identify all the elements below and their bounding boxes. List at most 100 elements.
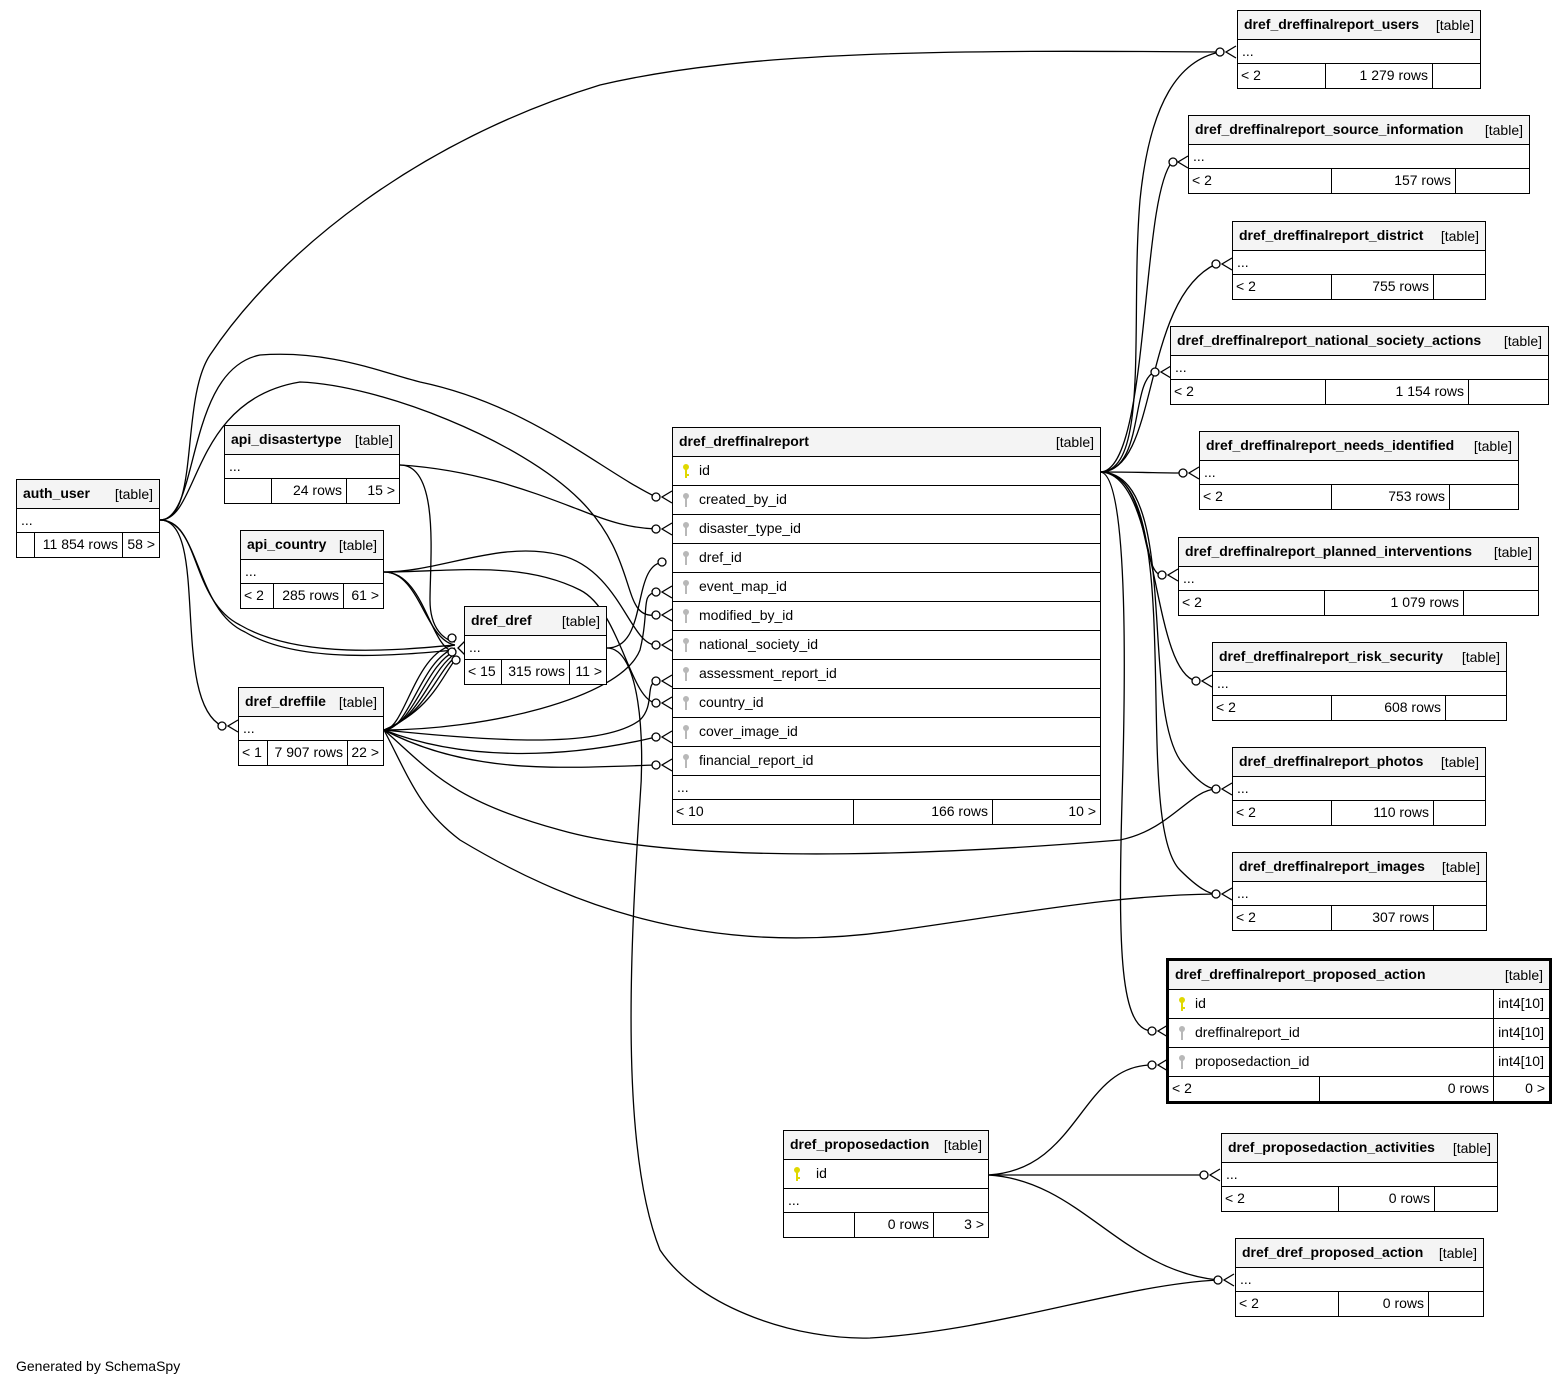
column-row-id[interactable]: id [784,1160,988,1189]
ellipsis-text: ... [1237,780,1249,796]
children-count[interactable] [1456,169,1529,193]
column-row-id[interactable]: id int4[10] [1169,990,1549,1019]
column-row-cover-image-id[interactable]: cover_image_id [673,718,1100,747]
edge-finalreport-to-images [1099,471,1217,895]
column-name: disaster_type_id [699,520,801,536]
table-dref-proposedaction-activities[interactable]: dref_proposedaction_activities[table] ..… [1221,1133,1498,1212]
edge-auth-user-to-dref-b [159,519,456,657]
table-name: auth_user [23,485,90,501]
parents-count[interactable]: < 2 [1233,275,1332,299]
table-dref-dreffinalreport-photos[interactable]: dref_dreffinalreport_photos[table] ... <… [1232,747,1486,826]
parents-count[interactable]: < 2 [1213,696,1332,720]
children-count[interactable]: 22 > [351,744,379,760]
column-row-modified-by-id[interactable]: modified_by_id [673,602,1100,631]
parents-count[interactable] [225,479,272,503]
ellipsis-text: ... [1193,148,1205,164]
column-row-id[interactable]: id [673,457,1100,486]
children-count[interactable]: 15 > [367,482,395,498]
column-name: cover_image_id [699,723,798,739]
table-header: dref_dreffinalreport[table] [673,428,1100,457]
parents-count[interactable]: < 2 [1238,64,1326,88]
column-row-dref-id[interactable]: dref_id [673,544,1100,573]
column-name: dreffinalreport_id [1195,1024,1300,1040]
parents-count[interactable]: < 2 [1233,906,1332,930]
table-api-country[interactable]: api_country[table] ... < 2 285 rows 61 > [240,530,384,609]
table-auth-user[interactable]: auth_user[table] ... 11 854 rows 58 > [16,479,160,558]
column-name: proposedaction_id [1195,1053,1310,1069]
children-count[interactable] [1429,1292,1483,1316]
table-dref-dreffinalreport-needs-identified[interactable]: dref_dreffinalreport_needs_identified[ta… [1199,431,1519,510]
parents-count[interactable]: < 2 [1233,801,1332,825]
column-row-proposedaction-id[interactable]: proposedaction_id int4[10] [1169,1048,1549,1077]
children-count[interactable] [1434,275,1485,299]
children-count[interactable]: 0 > [1525,1080,1545,1096]
children-count[interactable]: 61 > [351,587,379,603]
children-count[interactable] [1446,696,1506,720]
parents-count[interactable]: < 10 [673,800,854,824]
children-count[interactable] [1433,64,1480,88]
column-row-event-map-id[interactable]: event_map_id [673,573,1100,602]
ellipsis-text: ... [677,779,689,795]
table-dref-dref-proposed-action[interactable]: dref_dref_proposed_action[table] ... < 2… [1235,1238,1484,1317]
table-api-disastertype[interactable]: api_disastertype[table] ... 24 rows 15 > [224,425,400,504]
table-dref-dreffinalreport-risk-security[interactable]: dref_dreffinalreport_risk_security[table… [1212,642,1507,721]
children-count[interactable] [1434,801,1485,825]
table-dref-dreffinalreport-district[interactable]: dref_dreffinalreport_district[table] ...… [1232,221,1486,300]
table-dref-dreffinalreport-source-information[interactable]: dref_dreffinalreport_source_information[… [1188,115,1530,194]
parents-count[interactable]: < 2 [241,584,274,608]
parents-count[interactable]: < 2 [1169,1077,1320,1101]
parents-count[interactable]: < 2 [1179,591,1325,615]
children-count[interactable] [1435,1187,1497,1211]
table-dref-dref[interactable]: dref_dref[table] ... < 15 315 rows 11 > [464,606,607,685]
parents-count[interactable] [784,1213,855,1237]
table-dref-dreffinalreport-planned-interventions[interactable]: dref_dreffinalreport_planned_interventio… [1178,537,1539,616]
table-footer: < 2 1 279 rows [1238,64,1480,88]
ellipsis-text: ... [1242,43,1254,59]
table-dref-dreffinalreport-images[interactable]: dref_dreffinalreport_images[table] ... <… [1232,852,1487,931]
ellipsis-text: ... [243,720,255,736]
row-count: 1 079 rows [1325,591,1464,615]
parents-count[interactable]: < 2 [1189,169,1332,193]
children-count[interactable]: 11 > [575,663,602,679]
column-row-financial-report-id[interactable]: financial_report_id [673,747,1100,776]
table-dref-dreffinalreport-national-society-actions[interactable]: dref_dreffinalreport_national_society_ac… [1170,326,1549,405]
column-row-national-society-id[interactable]: national_society_id [673,631,1100,660]
endpoint-circle [651,524,661,534]
table-dref-dreffinalreport[interactable]: dref_dreffinalreport[table] id created_b… [672,427,1101,825]
table-dref-proposedaction[interactable]: dref_proposedaction[table] id ... 0 rows… [783,1130,989,1238]
table-footer: < 2 753 rows [1200,485,1518,509]
table-name: dref_dreffinalreport_national_society_ac… [1177,332,1482,348]
children-count[interactable] [1464,591,1538,615]
children-count[interactable]: 10 > [1068,803,1096,819]
table-tag: [table] [1435,17,1474,33]
children-count[interactable]: 58 > [127,536,155,552]
column-name: id [1195,995,1206,1011]
row-count: 11 854 rows [35,533,123,557]
table-dref-dreffile[interactable]: dref_dreffile[table] ... < 1 7 907 rows … [238,687,384,766]
column-row-assessment-report-id[interactable]: assessment_report_id [673,660,1100,689]
parents-count[interactable]: < 1 [239,741,268,765]
parents-count[interactable]: < 2 [1236,1292,1339,1316]
children-count[interactable]: 3 > [964,1216,984,1232]
column-row-country-id[interactable]: country_id [673,689,1100,718]
edge-dreffile-to-images [383,729,1217,939]
foreign-key-icon [683,667,689,681]
parents-count[interactable]: < 15 [465,660,502,684]
table-dref-dreffinalreport-users[interactable]: dref_dreffinalreport_users[table] ... < … [1237,10,1481,89]
children-count[interactable] [1469,380,1548,404]
ellipsis-text: ... [1217,675,1229,691]
parents-count[interactable]: < 2 [1200,485,1332,509]
table-name: dref_dref [471,612,532,628]
parents-count[interactable] [17,533,35,557]
table-dref-dreffinalreport-proposed-action[interactable]: dref_dreffinalreport_proposed_action[tab… [1166,958,1552,1104]
column-row-disaster-type-id[interactable]: disaster_type_id [673,515,1100,544]
column-row-dreffinalreport-id[interactable]: dreffinalreport_id int4[10] [1169,1019,1549,1048]
column-name: dref_id [699,549,742,565]
table-name: dref_dreffinalreport [679,433,809,449]
column-row-created-by-id[interactable]: created_by_id [673,486,1100,515]
parents-count[interactable]: < 2 [1222,1187,1339,1211]
children-count[interactable] [1450,485,1518,509]
children-count[interactable] [1434,906,1486,930]
parents-count[interactable]: < 2 [1171,380,1326,404]
